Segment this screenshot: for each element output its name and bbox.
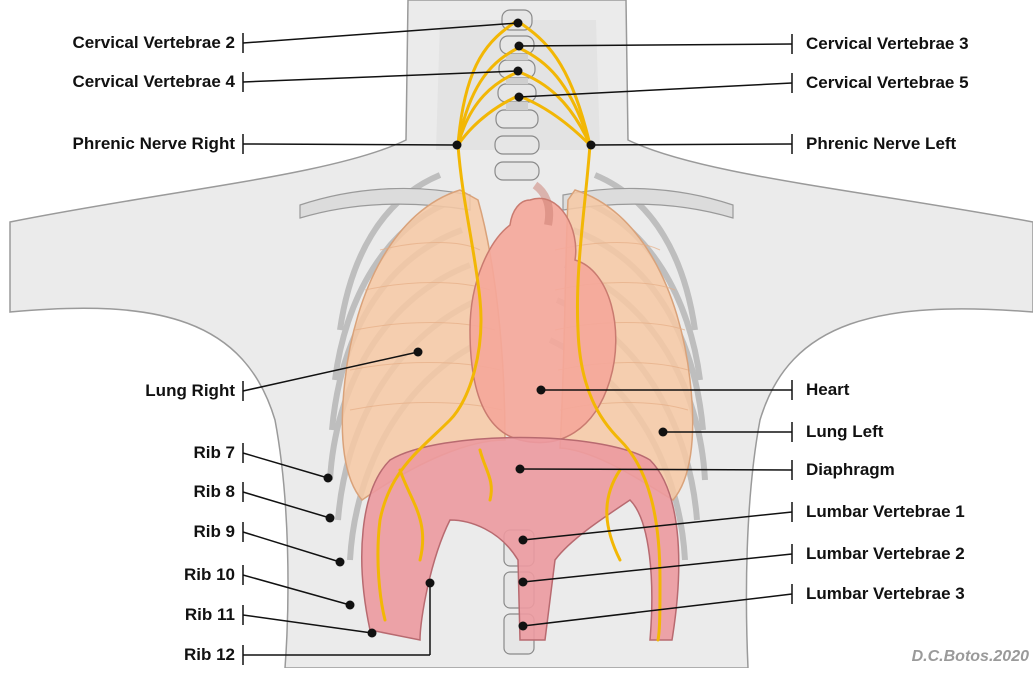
label-lumbar-vertebrae-1: Lumbar Vertebrae 1 bbox=[806, 502, 965, 522]
label-diaphragm: Diaphragm bbox=[806, 460, 895, 480]
label-rib-9: Rib 9 bbox=[193, 522, 235, 542]
label-rib-10: Rib 10 bbox=[184, 565, 235, 585]
label-rib-11: Rib 11 bbox=[185, 605, 235, 625]
label-cervical-vertebrae-5: Cervical Vertebrae 5 bbox=[806, 73, 969, 93]
author-credit: D.C.Botos.2020 bbox=[912, 648, 1029, 666]
label-lumbar-vertebrae-2: Lumbar Vertebrae 2 bbox=[806, 544, 965, 564]
label-lumbar-vertebrae-3: Lumbar Vertebrae 3 bbox=[806, 584, 965, 604]
label-heart: Heart bbox=[806, 380, 849, 400]
label-lung-left: Lung Left bbox=[806, 422, 883, 442]
label-phrenic-nerve-right: Phrenic Nerve Right bbox=[73, 134, 236, 154]
label-lung-right: Lung Right bbox=[145, 381, 235, 401]
label-cervical-vertebrae-3: Cervical Vertebrae 3 bbox=[806, 34, 969, 54]
label-rib-8: Rib 8 bbox=[193, 482, 235, 502]
label-cervical-vertebrae-4: Cervical Vertebrae 4 bbox=[72, 72, 235, 92]
label-phrenic-nerve-left: Phrenic Nerve Left bbox=[806, 134, 956, 154]
label-cervical-vertebrae-2: Cervical Vertebrae 2 bbox=[72, 33, 235, 53]
label-rib-12: Rib 12 bbox=[184, 645, 235, 665]
label-rib-7: Rib 7 bbox=[193, 443, 235, 463]
